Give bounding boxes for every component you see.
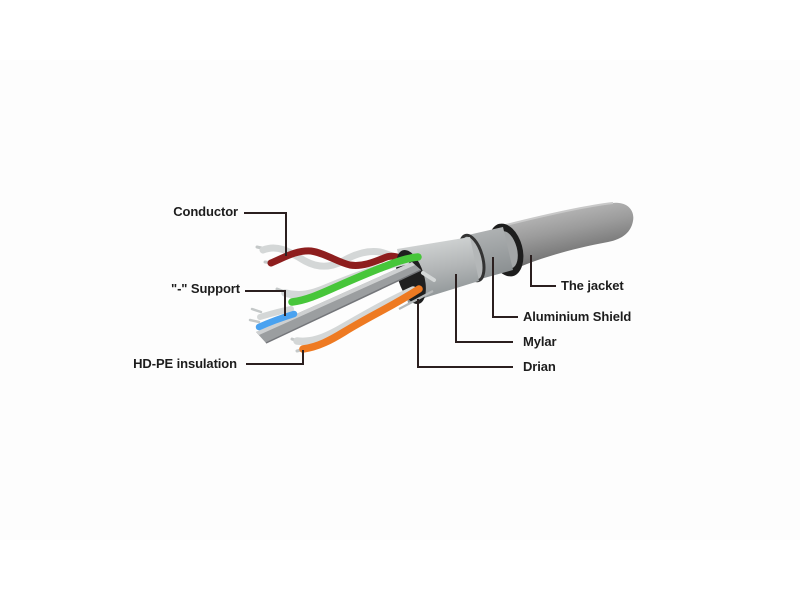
wire-pair-blue — [248, 306, 298, 331]
green-wire — [288, 253, 422, 306]
label-aluminium-shield: Aluminium Shield — [523, 309, 632, 324]
label-jacket: The jacket — [561, 278, 624, 293]
jacket-top-highlight — [505, 202, 614, 226]
blue-pair-white-wire — [257, 306, 294, 320]
leader-lines — [244, 212, 556, 368]
leader-drian — [417, 299, 513, 368]
spine-top-highlight — [256, 262, 415, 335]
spine-side — [256, 262, 421, 343]
twisted-pair-orange — [290, 271, 436, 353]
leader-mylar — [455, 274, 513, 343]
leader-conductor — [244, 212, 287, 256]
label-support: "-" Support — [171, 281, 240, 296]
orange-pair-white-wire — [293, 286, 417, 346]
label-conductor: Conductor — [173, 204, 238, 219]
label-drian: Drian — [523, 359, 556, 374]
blue-pair-tip — [248, 307, 263, 324]
drain-wire — [398, 290, 434, 310]
jacket-body — [505, 202, 634, 268]
leader-jacket — [530, 255, 556, 287]
leader-aluminium-shield — [492, 257, 518, 318]
label-mylar: Mylar — [523, 334, 557, 349]
leader-support — [245, 290, 286, 316]
maroon-wire — [267, 247, 404, 269]
spine-bottom-edge — [265, 269, 422, 344]
twisted-pair-maroon — [255, 244, 404, 270]
orange-wire — [299, 285, 423, 353]
label-hdpe-insulation: HD-PE insulation — [133, 356, 237, 371]
white-wire-stub — [421, 271, 436, 282]
leader-hdpe — [246, 350, 304, 365]
blue-wire — [255, 310, 298, 331]
support-spine — [256, 262, 422, 344]
